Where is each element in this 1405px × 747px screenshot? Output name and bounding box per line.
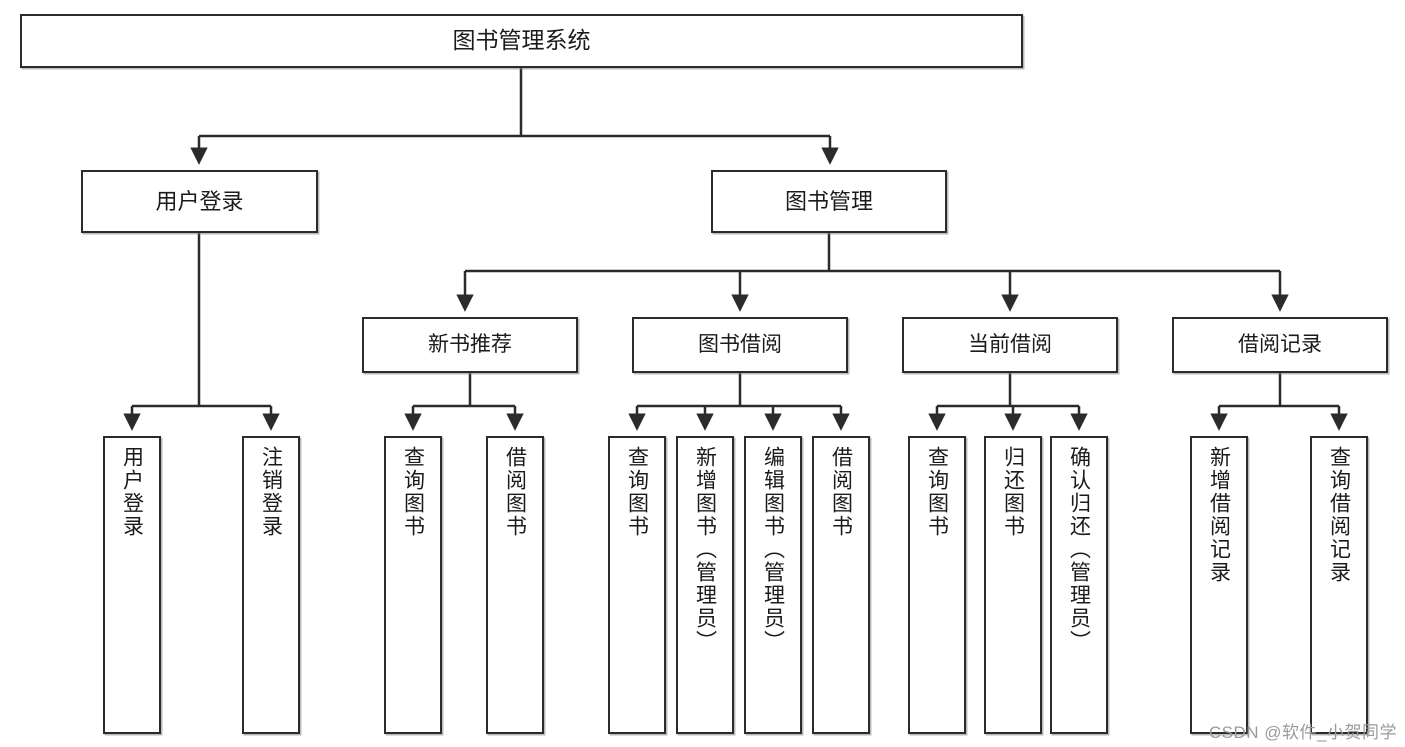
leaf-query-book-borrow-label: 查询图书	[625, 446, 649, 538]
leaf-user-login[interactable]: 用户登录	[103, 436, 161, 734]
leaf-add-borrow-record-label: 新增借阅记录	[1207, 446, 1231, 584]
node-new-book-recommend-label: 新书推荐	[428, 332, 512, 356]
leaf-add-book-admin-label: 新增图书（管理员）	[693, 446, 717, 653]
leaf-query-book-borrow[interactable]: 查询图书	[608, 436, 666, 734]
leaf-query-book-recommend-label: 查询图书	[401, 446, 425, 538]
node-book-management-label: 图书管理	[784, 188, 873, 214]
leaf-return-book-label: 归还图书	[1001, 446, 1025, 538]
leaf-return-book[interactable]: 归还图书	[984, 436, 1042, 734]
leaf-borrow-book-recommend-label: 借阅图书	[503, 446, 527, 538]
leaf-user-login-label: 用户登录	[120, 446, 144, 538]
node-current-borrow[interactable]: 当前借阅	[902, 317, 1118, 373]
leaf-logout-label: 注销登录	[259, 446, 283, 538]
leaf-add-book-admin[interactable]: 新增图书（管理员）	[676, 436, 734, 734]
node-borrow-record-label: 借阅记录	[1238, 332, 1322, 356]
leaf-borrow-book-recommend[interactable]: 借阅图书	[486, 436, 544, 734]
node-borrow-record[interactable]: 借阅记录	[1172, 317, 1388, 373]
node-book-borrow-label: 图书借阅	[698, 332, 782, 356]
node-root-label: 图书管理系统	[452, 27, 591, 54]
node-user-login-label: 用户登录	[155, 188, 244, 214]
node-current-borrow-label: 当前借阅	[968, 332, 1052, 356]
leaf-confirm-return-admin-label: 确认归还（管理员）	[1067, 446, 1091, 653]
node-new-book-recommend[interactable]: 新书推荐	[362, 317, 578, 373]
leaf-query-book-current-label: 查询图书	[925, 446, 949, 538]
leaf-edit-book-admin-label: 编辑图书（管理员）	[761, 446, 785, 653]
node-book-management[interactable]: 图书管理	[711, 170, 947, 233]
leaf-add-borrow-record[interactable]: 新增借阅记录	[1190, 436, 1248, 734]
leaf-logout[interactable]: 注销登录	[242, 436, 300, 734]
watermark: CSDN @软件_小贺同学	[1208, 723, 1397, 742]
leaf-borrow-book[interactable]: 借阅图书	[812, 436, 870, 734]
leaf-borrow-book-label: 借阅图书	[829, 446, 853, 538]
leaf-query-borrow-record-label: 查询借阅记录	[1327, 446, 1351, 584]
leaf-edit-book-admin[interactable]: 编辑图书（管理员）	[744, 436, 802, 734]
node-user-login[interactable]: 用户登录	[81, 170, 318, 233]
node-root[interactable]: 图书管理系统	[20, 14, 1023, 68]
node-book-borrow[interactable]: 图书借阅	[632, 317, 848, 373]
leaf-query-book-recommend[interactable]: 查询图书	[384, 436, 442, 734]
leaf-query-borrow-record[interactable]: 查询借阅记录	[1310, 436, 1368, 734]
leaf-confirm-return-admin[interactable]: 确认归还（管理员）	[1050, 436, 1108, 734]
leaf-query-book-current[interactable]: 查询图书	[908, 436, 966, 734]
